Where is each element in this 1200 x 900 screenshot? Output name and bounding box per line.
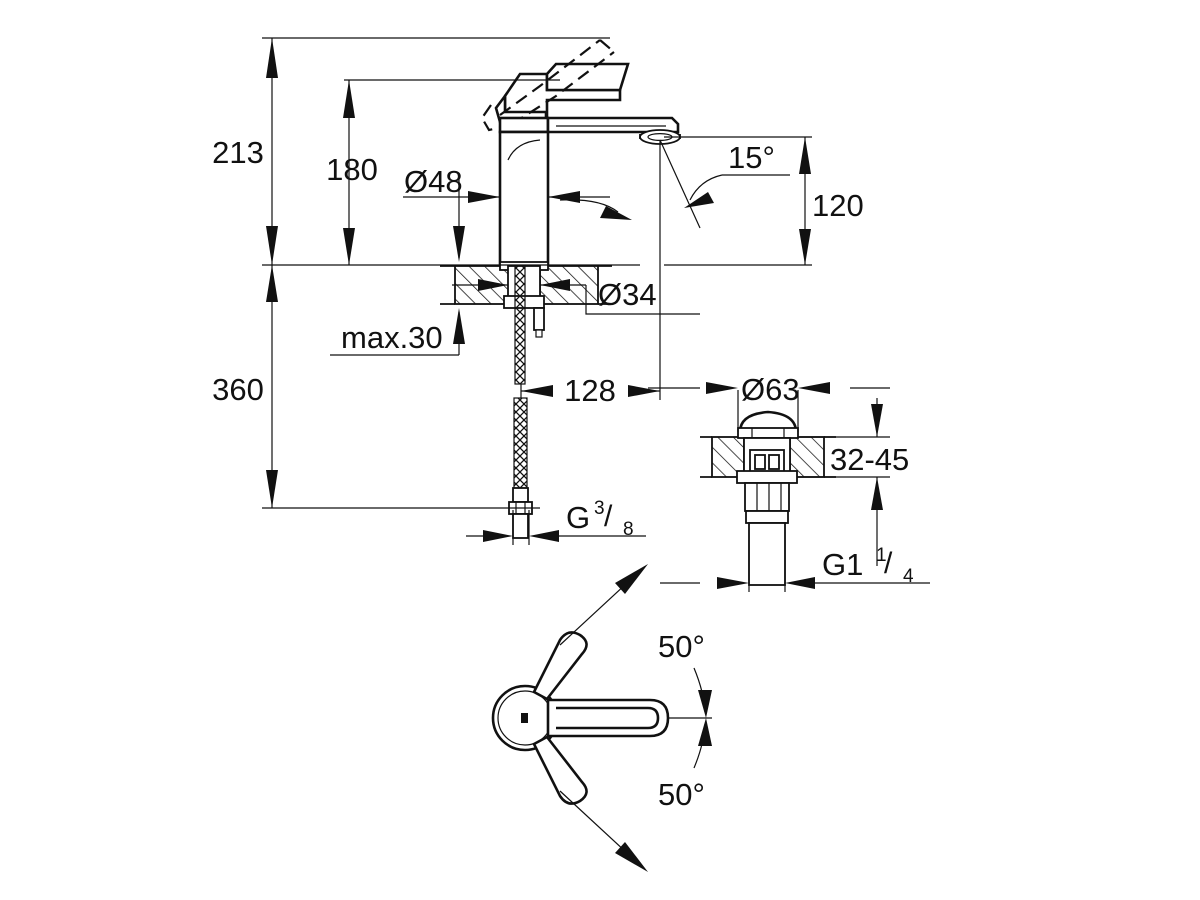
dimension-label-128: 128	[564, 373, 616, 408]
dimension-label-120: 120	[812, 188, 864, 223]
dimension-label-d48: Ø48	[404, 164, 463, 199]
lever-raised-position-ghost	[480, 39, 615, 132]
faucet-body-column	[498, 130, 550, 267]
faucet-elevation-view: 213 360 180 Ø48	[212, 37, 864, 545]
annotation-50-degrees-upper: 50°	[559, 564, 712, 718]
drain-valve-body	[736, 437, 798, 484]
basin-slab-section	[700, 436, 836, 478]
dimension-label-d63: Ø63	[741, 372, 800, 407]
swivel-base-circle	[491, 684, 559, 752]
dimension-label-g38-numerator: 3	[594, 498, 605, 519]
lever-center-position	[546, 698, 670, 738]
dimension-120: 120	[664, 136, 864, 266]
swivel-plan-view: 50° 50°	[491, 564, 712, 872]
dimension-d34: Ø34	[452, 277, 700, 315]
annotation-label-50deg-upper: 50°	[658, 629, 705, 664]
flexible-supply-hose	[508, 397, 533, 539]
dimension-g38: G 3 / 8	[466, 498, 646, 545]
dimension-label-g38: G	[566, 500, 590, 535]
drain-push-cap	[737, 410, 799, 439]
fraction-slash-g38: /	[604, 500, 613, 533]
faucet-cap	[498, 116, 550, 134]
dimension-128: 128	[520, 265, 661, 408]
drain-tailpiece	[744, 482, 790, 586]
annotation-label-15deg: 15°	[728, 140, 775, 175]
dimension-g1-1-4: G1 1 / 4	[660, 540, 930, 592]
dimension-label-360: 360	[212, 372, 264, 407]
dimension-max30: max.30	[330, 308, 465, 356]
lever-upper-position	[532, 631, 588, 701]
dimension-label-g1: G1	[822, 547, 863, 582]
annotation-50-degrees-lower: 50°	[559, 718, 712, 872]
faucet-spout-arm	[546, 116, 680, 134]
drain-section-view: Ø63 32-45 G1 1 / 4	[648, 372, 930, 592]
dimension-180: 180	[326, 79, 560, 265]
dimension-360: 360	[212, 265, 540, 509]
dimension-label-g1-numerator: 1	[876, 545, 887, 566]
dimension-label-max30: max.30	[341, 320, 443, 355]
dimension-label-32-45: 32-45	[830, 442, 909, 477]
dimension-label-180: 180	[326, 152, 378, 187]
dimension-213: 213	[212, 37, 640, 266]
dimension-label-213: 213	[212, 135, 264, 170]
fraction-slash-g1: /	[884, 547, 893, 580]
dimension-d63: Ø63	[648, 372, 890, 432]
faucet-lever-handle	[494, 62, 630, 124]
lever-lower-position	[532, 735, 588, 805]
dimension-label-g38-denominator: 8	[623, 519, 634, 540]
faucet-mounting-shank	[499, 261, 549, 385]
dimension-label-d34: Ø34	[598, 277, 657, 312]
annotation-label-50deg-lower: 50°	[658, 777, 705, 812]
dimension-label-g1-denominator: 4	[903, 566, 914, 587]
annotation-15-degrees: 15°	[559, 139, 790, 265]
dimension-32-45: 32-45	[800, 398, 909, 566]
